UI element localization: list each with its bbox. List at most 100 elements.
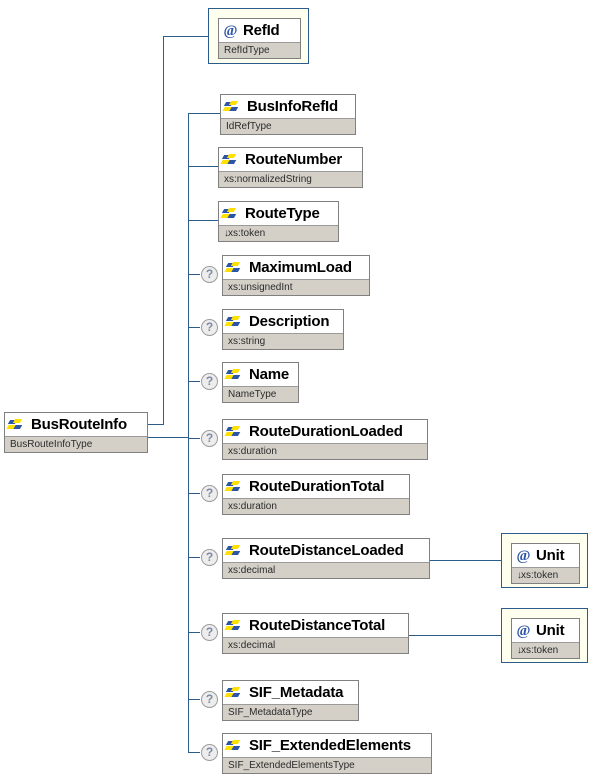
element-icon	[227, 480, 244, 494]
node-label: SIF_ExtendedElements	[249, 737, 411, 754]
node-unit-routedistanceloaded[interactable]: @ Unit ↓xs:token	[511, 543, 580, 584]
node-businforefid[interactable]: BusInfoRefId IdRefType	[220, 94, 356, 135]
node-type: SIF_MetadataType	[223, 704, 358, 720]
node-label: RouteDistanceLoaded	[249, 542, 404, 559]
node-title: Name	[223, 363, 298, 386]
node-type: SIF_ExtendedElementsType	[223, 757, 431, 773]
node-label: RouteNumber	[245, 151, 342, 168]
connector-branch-routetype	[188, 220, 218, 221]
optional-marker-routedistanceloaded: ?	[201, 549, 218, 566]
node-label: Description	[249, 313, 330, 330]
connector-root-to-element-bus	[148, 437, 189, 438]
node-label: RouteDurationLoaded	[249, 423, 403, 440]
node-title: RouteDistanceLoaded	[223, 539, 429, 562]
node-unit-routedistancetotal[interactable]: @ Unit ↓xs:token	[511, 618, 580, 659]
node-type: xs:duration	[223, 443, 427, 459]
node-busrouteinfo[interactable]: BusRouteInfo BusRouteInfoType	[4, 412, 148, 453]
node-routedistanceloaded[interactable]: RouteDistanceLoaded xs:decimal	[222, 538, 430, 579]
node-title: @ RefId	[219, 19, 300, 42]
connector-branch-description	[188, 327, 200, 328]
node-label: BusRouteInfo	[31, 416, 127, 433]
node-sifextendedelements[interactable]: SIF_ExtendedElements SIF_ExtendedElement…	[222, 733, 432, 774]
node-label: RouteDurationTotal	[249, 478, 385, 495]
connector-attribute-bus	[163, 36, 164, 425]
node-type: xs:decimal	[223, 562, 429, 578]
node-title: SIF_ExtendedElements	[223, 734, 431, 757]
node-type: RefIdType	[219, 42, 300, 58]
node-type: ↓xs:token	[512, 567, 579, 583]
node-routetype[interactable]: RouteType ↓xs:token	[218, 201, 339, 242]
node-type: BusRouteInfoType	[5, 436, 147, 452]
connector-branch-routedurationtotal	[188, 493, 200, 494]
node-type: IdRefType	[221, 118, 355, 134]
restriction-arrow-icon: ↓	[517, 645, 522, 656]
node-label: Unit	[536, 547, 565, 564]
node-routedistancetotal[interactable]: RouteDistanceTotal xs:decimal	[222, 613, 409, 654]
node-sifmetadata[interactable]: SIF_Metadata SIF_MetadataType	[222, 680, 359, 721]
node-type-text: xs:token	[228, 228, 266, 239]
connector-routedistanceloaded-to-unit	[430, 560, 502, 561]
node-type: xs:normalizedString	[219, 171, 362, 187]
node-label: RefId	[243, 22, 280, 39]
node-description[interactable]: Description xs:string	[222, 309, 344, 350]
connector-routedistancetotal-to-unit	[409, 635, 502, 636]
restriction-arrow-icon: ↓	[224, 228, 229, 239]
node-refid[interactable]: @ RefId RefIdType	[218, 18, 301, 59]
node-type: xs:string	[223, 333, 343, 349]
node-title: RouteDistanceTotal	[223, 614, 408, 637]
connector-branch-routedurationloaded	[188, 438, 200, 439]
node-label: MaximumLoad	[249, 259, 352, 276]
node-maximumload[interactable]: MaximumLoad xs:unsignedInt	[222, 255, 370, 296]
node-title: RouteType	[219, 202, 338, 225]
node-label: Name	[249, 366, 290, 383]
optional-marker-sifmetadata: ?	[201, 691, 218, 708]
node-routedurationtotal[interactable]: RouteDurationTotal xs:duration	[222, 474, 410, 515]
connector-branch-routenumber	[188, 166, 218, 167]
node-label: RouteType	[245, 205, 320, 222]
node-label: RouteDistanceTotal	[249, 617, 386, 634]
element-icon	[227, 425, 244, 439]
node-title: SIF_Metadata	[223, 681, 358, 704]
connector-branch-sifmetadata	[188, 699, 200, 700]
restriction-arrow-icon: ↓	[517, 570, 522, 581]
node-type: xs:decimal	[223, 637, 408, 653]
element-icon	[9, 418, 26, 432]
node-title: MaximumLoad	[223, 256, 369, 279]
element-icon	[223, 153, 240, 167]
node-type: xs:duration	[223, 498, 409, 514]
connector-branch-sifextendedelements	[188, 752, 200, 753]
node-type: ↓xs:token	[219, 225, 338, 241]
attribute-icon: @	[223, 22, 238, 39]
connector-branch-name	[188, 381, 200, 382]
node-title: RouteNumber	[219, 148, 362, 171]
node-title: BusRouteInfo	[5, 413, 147, 436]
node-type-text: xs:token	[521, 645, 559, 656]
element-icon	[227, 315, 244, 329]
node-title: BusInfoRefId	[221, 95, 355, 118]
element-icon	[225, 100, 242, 114]
optional-marker-name: ?	[201, 373, 218, 390]
node-type: ↓xs:token	[512, 642, 579, 658]
element-icon	[227, 619, 244, 633]
node-routenumber[interactable]: RouteNumber xs:normalizedString	[218, 147, 363, 188]
node-routedurationloaded[interactable]: RouteDurationLoaded xs:duration	[222, 419, 428, 460]
connector-attribute-refid	[163, 36, 208, 37]
element-icon	[227, 544, 244, 558]
optional-marker-sifextendedelements: ?	[201, 744, 218, 761]
node-title: RouteDurationTotal	[223, 475, 409, 498]
node-title: RouteDurationLoaded	[223, 420, 427, 443]
node-type-text: xs:token	[521, 570, 559, 581]
optional-marker-routedurationloaded: ?	[201, 430, 218, 447]
element-icon	[227, 368, 244, 382]
attribute-container-unit-routedistancetotal: @ Unit ↓xs:token	[501, 608, 588, 663]
node-title: @ Unit	[512, 619, 579, 642]
node-title: @ Unit	[512, 544, 579, 567]
node-name[interactable]: Name NameType	[222, 362, 299, 403]
element-icon	[223, 207, 240, 221]
connector-branch-routedistanceloaded	[188, 557, 200, 558]
attribute-container-refid: @ RefId RefIdType	[208, 8, 309, 64]
element-icon	[227, 686, 244, 700]
connector-branch-maximumload	[188, 274, 200, 275]
element-icon	[227, 261, 244, 275]
